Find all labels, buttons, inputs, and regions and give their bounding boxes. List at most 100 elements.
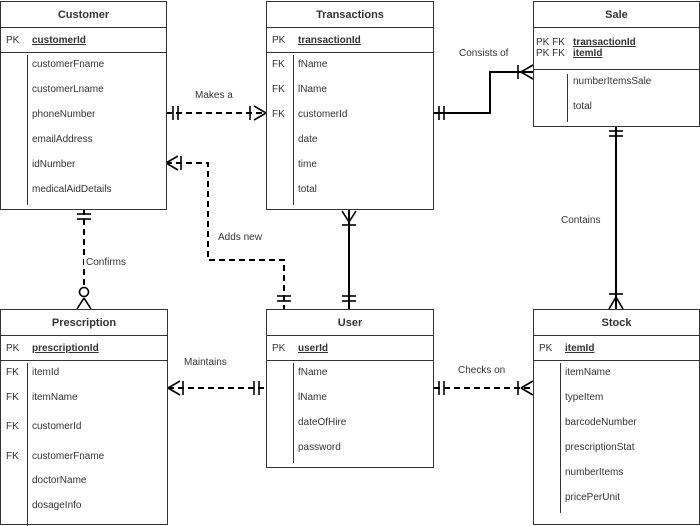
relationship-label-adds-new: Adds new: [216, 232, 264, 243]
entity-stock[interactable]: Stock PK itemId itemName typeItem barcod…: [533, 309, 700, 525]
transactions-user-top-end: [341, 210, 357, 226]
attribute-itemId: itemId: [32, 367, 60, 378]
entity-user[interactable]: User PK userId fName lName dateOfHire pa…: [266, 309, 434, 468]
pk-row-user: PK userId: [267, 336, 433, 361]
adds-new-customer-end: [165, 155, 182, 171]
entity-prescription[interactable]: Prescription PK prescriptionId FK itemId…: [0, 309, 168, 526]
attribute-time: time: [298, 159, 317, 170]
key-fk: FK: [272, 109, 285, 120]
entity-title-sale: Sale: [534, 2, 699, 28]
attribute-barcodeNumber: barcodeNumber: [565, 417, 637, 428]
attribute-userId: userId: [298, 343, 329, 354]
attribute-total: total: [573, 101, 592, 112]
attribute-password: password: [298, 442, 341, 453]
makes-a-transactions-end: [249, 105, 267, 121]
entity-transactions[interactable]: Transactions PK transactionId FK fName F…: [266, 1, 434, 210]
key-pk-fk: PK FK PK FK: [536, 37, 565, 59]
entity-sale[interactable]: Sale PK FK PK FK transactionId itemId nu…: [533, 1, 700, 127]
contains-sale-end: [609, 130, 623, 137]
entity-title-transactions: Transactions: [267, 2, 433, 28]
key-pk: PK: [272, 35, 286, 46]
makes-a-customer-end: [172, 106, 179, 120]
relationship-label-consists-of: Consists of: [457, 48, 511, 59]
key-fk: FK: [272, 84, 285, 95]
pk-row-transactions: PK transactionId: [267, 28, 433, 53]
consists-of-line: [434, 71, 533, 114]
entity-title-stock: Stock: [534, 310, 699, 336]
attribute-lName: lName: [298, 392, 327, 403]
column-divider: [293, 55, 294, 205]
entity-title-user: User: [267, 310, 433, 336]
pk-row-customer: PK customerId: [1, 28, 166, 53]
attribute-phoneNumber: phoneNumber: [32, 109, 96, 120]
attribute-medicalAidDetails: medicalAidDetails: [32, 184, 112, 195]
attribute-transactionId: transactionId: [298, 35, 361, 46]
checks-on-stock-end: [517, 380, 534, 396]
confirms-prescription-end: [76, 286, 92, 310]
attribute-numberItemsSale: numberItemsSale: [573, 76, 652, 87]
maintains-prescription-end: [167, 380, 184, 396]
attribute-doctorName: doctorName: [32, 475, 87, 486]
relationship-label-maintains: Maintains: [182, 357, 229, 368]
attribute-dosageInfo: dosageInfo: [32, 500, 82, 511]
column-divider: [293, 363, 294, 463]
attribute-dateOfHire: dateOfHire: [298, 417, 347, 428]
attribute-lName: lName: [298, 84, 327, 95]
confirms-customer-end: [77, 213, 91, 220]
attribute-customerId: customerId: [32, 421, 82, 432]
column-divider: [567, 74, 568, 122]
attribute-prescriptionStat: prescriptionStat: [565, 442, 635, 453]
pk-row-prescription: PK prescriptionId: [1, 336, 167, 361]
attribute-itemName: itemName: [565, 367, 611, 378]
column-divider: [27, 363, 28, 526]
attribute-pricePerUnit: pricePerUnit: [565, 492, 621, 503]
attribute-itemName: itemName: [32, 392, 78, 403]
attribute-customerLname: customerLname: [32, 84, 104, 95]
attribute-emailAddress: emailAddress: [32, 134, 93, 145]
key-pk: PK: [539, 343, 553, 354]
attribute-fName: fName: [298, 367, 328, 378]
adds-new-line: [166, 162, 285, 309]
key-pk: PK: [272, 343, 286, 354]
attribute-transactionId: transactionId: [573, 37, 636, 48]
contains-stock-end: [608, 293, 624, 310]
entity-title-customer: Customer: [1, 2, 166, 28]
attribute-fName: fName: [298, 59, 328, 70]
entity-title-prescription: Prescription: [1, 310, 167, 336]
attribute-numberItems: numberItems: [565, 467, 624, 478]
key-pk: PK: [6, 35, 20, 46]
attribute-date: date: [298, 134, 318, 145]
attribute-prescriptionId: prescriptionId: [32, 343, 99, 354]
column-divider: [560, 363, 561, 513]
key-fk: FK: [6, 451, 19, 462]
consists-of-transactions-end: [438, 106, 445, 120]
relationship-label-checks-on: Checks on: [456, 365, 508, 376]
transactions-user-bottom-end: [342, 295, 356, 302]
attribute-itemId: itemId: [573, 48, 603, 59]
key-fk: FK: [6, 367, 19, 378]
pk-row-stock: PK itemId: [534, 336, 699, 361]
attribute-customerFname: customerFname: [32, 451, 105, 462]
attribute-customerId: customerId: [298, 109, 348, 120]
attribute-total: total: [298, 184, 317, 195]
relationship-label-contains: Contains: [559, 215, 603, 226]
column-divider: [27, 55, 28, 205]
relationship-label-confirms: Confirms: [84, 257, 129, 268]
key-fk: FK: [272, 59, 285, 70]
key-fk: FK: [6, 421, 19, 432]
key-fk: FK: [6, 392, 19, 403]
attribute-idNumber: idNumber: [32, 159, 76, 170]
adds-new-user-end: [277, 295, 291, 302]
checks-on-user-end: [438, 381, 445, 395]
attribute-customerId: customerId: [32, 35, 86, 46]
attribute-itemId: itemId: [565, 343, 595, 354]
consists-of-sale-end: [517, 64, 534, 80]
relationship-label-makes-a: Makes a: [193, 90, 235, 101]
maintains-user-end: [253, 381, 260, 395]
pk-row-sale: PK FK PK FK transactionId itemId: [534, 28, 699, 70]
attribute-customerFname: customerFname: [32, 59, 105, 70]
entity-customer[interactable]: Customer PK customerId customerFname cus…: [0, 1, 167, 210]
key-pk: PK: [6, 343, 20, 354]
attribute-typeItem: typeItem: [565, 392, 604, 403]
